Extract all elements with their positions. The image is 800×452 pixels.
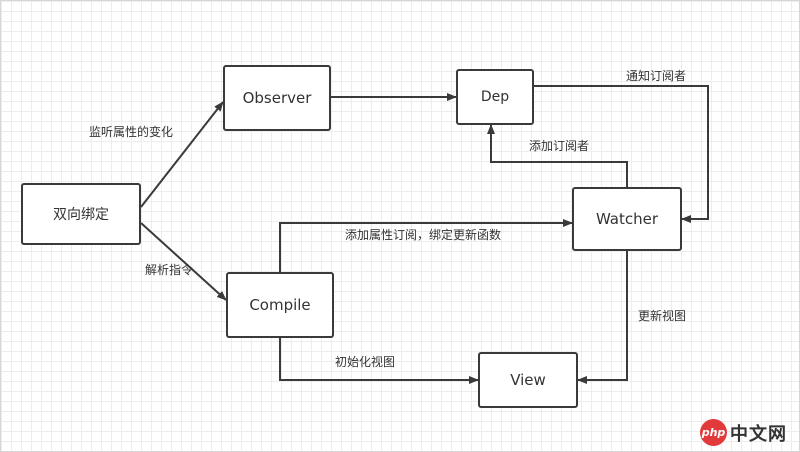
edge-label-update-view: 更新视图 <box>638 309 687 323</box>
edge-label-parse-directives: 解析指令 <box>145 263 194 277</box>
edge-label-notify-subscribers: 通知订阅者 <box>626 69 687 83</box>
edge-label-listen-property-changes: 监听属性的变化 <box>89 125 174 139</box>
arrow-binding-to-compile <box>140 222 227 301</box>
node-compile: Compile <box>226 272 334 338</box>
site-name-text: 中文网 <box>730 423 787 445</box>
edge-label-add-subscriber: 添加订阅者 <box>529 139 590 153</box>
php-cn-watermark: php 中文网 <box>700 419 787 446</box>
arrow-binding-to-observer <box>140 101 224 208</box>
arrow-watcher-to-dep <box>487 124 628 187</box>
node-dep: Dep <box>456 69 534 125</box>
node-watcher: Watcher <box>572 187 682 251</box>
node-observer: Observer <box>223 65 331 131</box>
php-logo-icon: php <box>700 419 727 446</box>
edge-label-bind-update-function: 添加属性订阅，绑定更新函数 <box>345 228 502 242</box>
arrow-watcher-to-view <box>577 251 628 384</box>
node-view: View <box>478 352 578 408</box>
edge-label-init-view: 初始化视图 <box>335 355 396 369</box>
node-two-way-binding: 双向绑定 <box>21 183 141 245</box>
